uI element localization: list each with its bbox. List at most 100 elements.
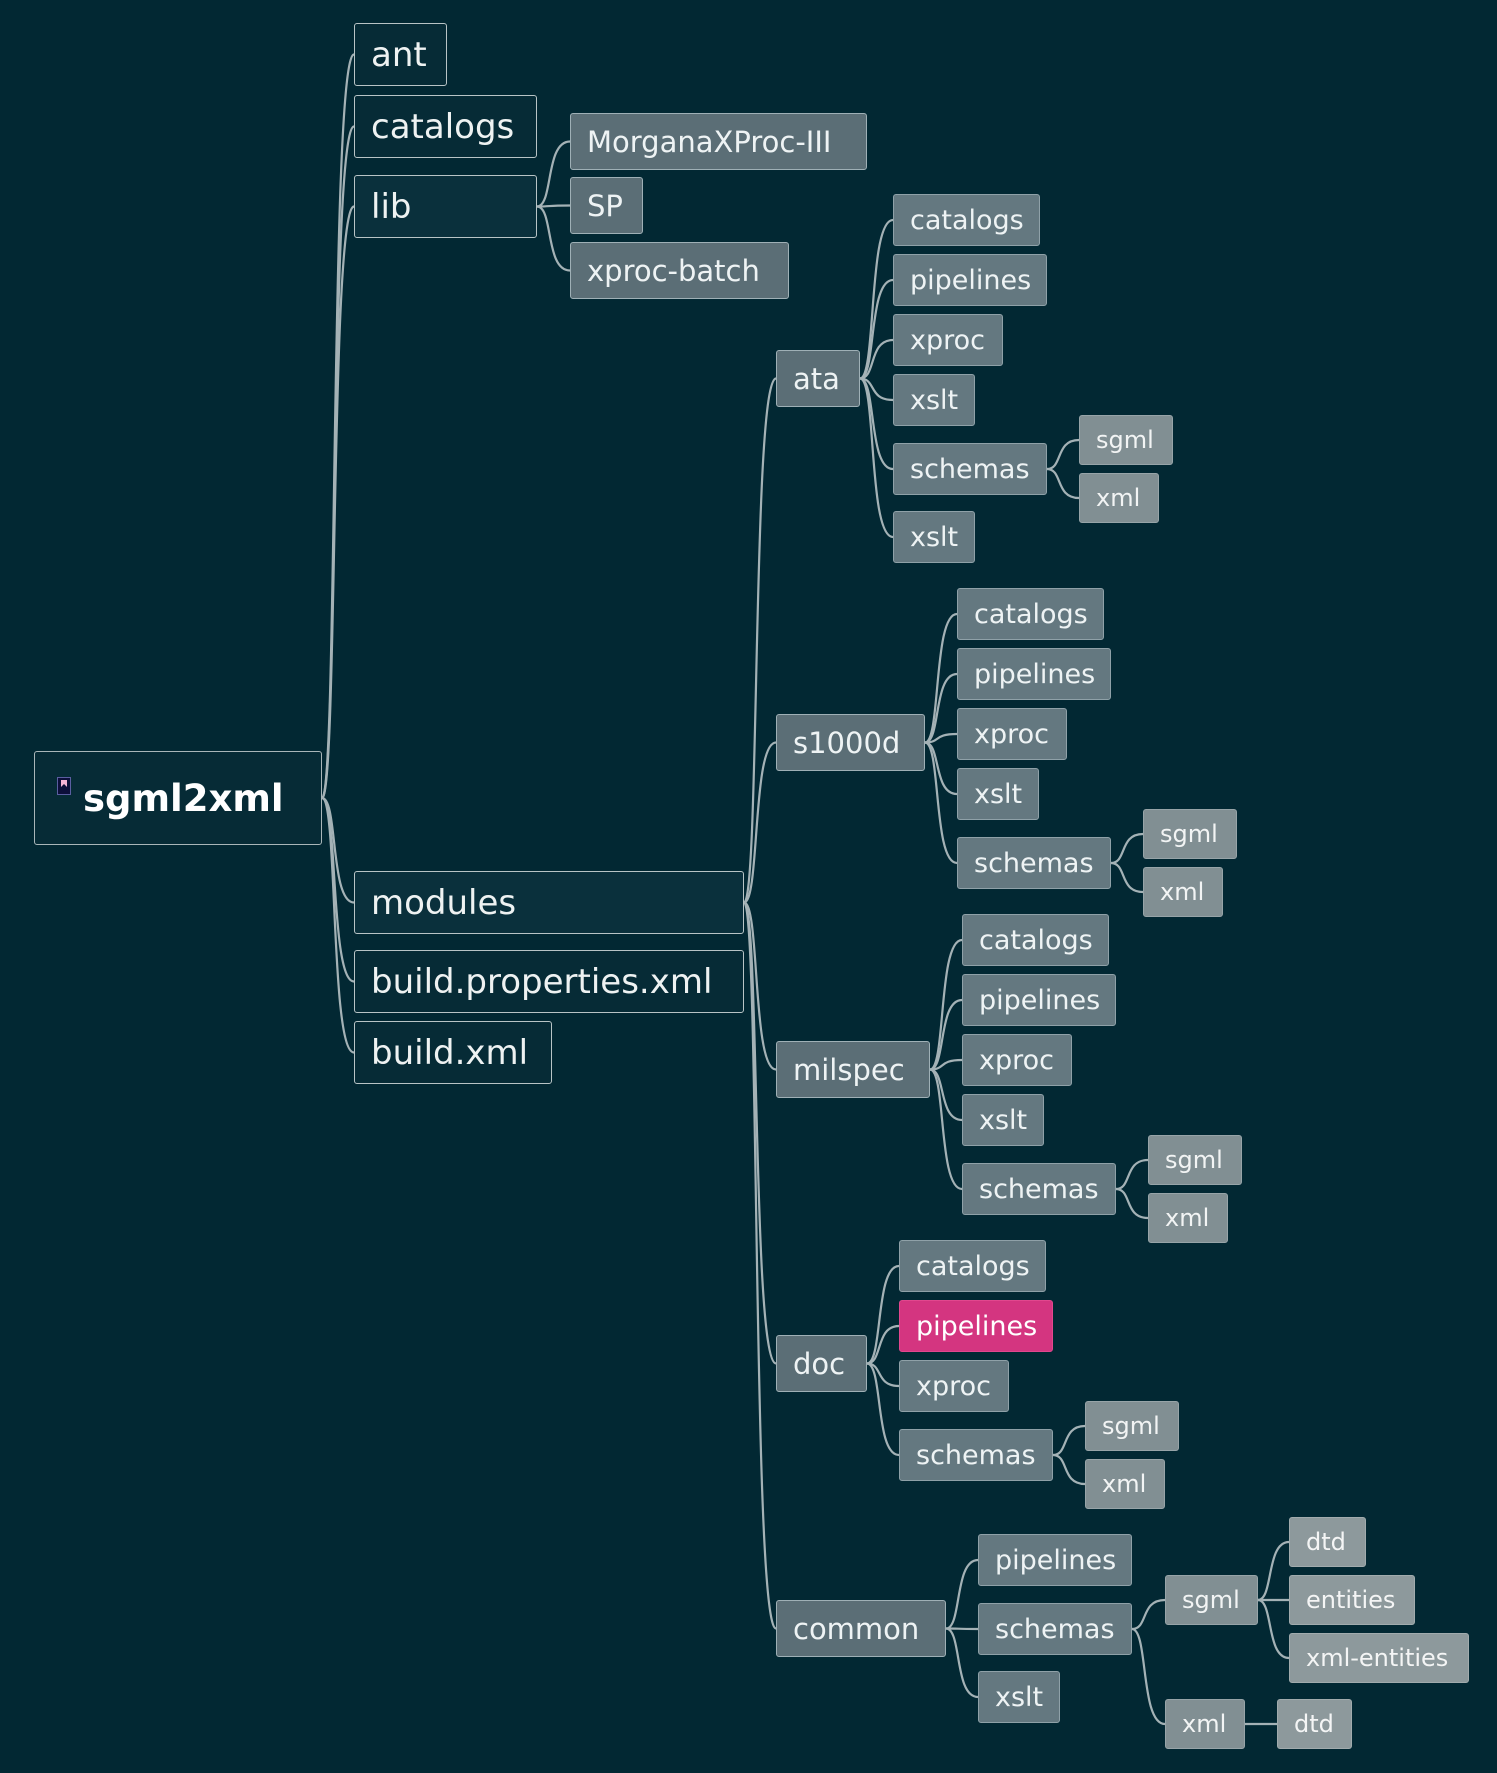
node-label: sgml xyxy=(1096,426,1154,454)
node-label: schemas xyxy=(974,847,1094,879)
node-label: xml xyxy=(1160,878,1205,906)
node-label: xslt xyxy=(974,778,1023,810)
node-label: catalogs xyxy=(371,106,515,147)
node-xslt[interactable]: xslt xyxy=(962,1094,1044,1146)
node-milspec[interactable]: milspec xyxy=(776,1041,930,1098)
node-catalogs[interactable]: catalogs xyxy=(962,914,1109,966)
edge-pipelines xyxy=(929,998,963,1071)
node-label: pipelines xyxy=(910,264,1032,296)
node-catalogs[interactable]: catalogs xyxy=(354,95,537,158)
node-label: xproc-batch xyxy=(587,253,760,288)
node-label: xslt xyxy=(995,1681,1044,1713)
node-modules[interactable]: modules xyxy=(354,871,744,934)
node-xml[interactable]: xml xyxy=(1143,867,1223,917)
node-xproc[interactable]: xproc xyxy=(899,1360,1009,1412)
node-label: SP xyxy=(587,188,623,223)
edge-build-properties-xml xyxy=(320,796,355,983)
node-xslt[interactable]: xslt xyxy=(957,768,1039,820)
node-build-properties-xml[interactable]: build.properties.xml xyxy=(354,950,744,1013)
node-xml[interactable]: xml xyxy=(1165,1699,1245,1749)
node-sgml[interactable]: sgml xyxy=(1085,1401,1179,1451)
node-xml[interactable]: xml xyxy=(1148,1193,1228,1243)
node-morganaxproc-iii[interactable]: MorganaXProc-III xyxy=(570,113,867,170)
edge-catalogs xyxy=(320,125,356,800)
node-label: lib xyxy=(371,186,412,227)
node-label: xproc xyxy=(916,1370,991,1402)
node-label: build.properties.xml xyxy=(371,961,713,1002)
node-sp[interactable]: SP xyxy=(570,177,643,234)
node-xproc[interactable]: xproc xyxy=(957,708,1067,760)
bookmark-icon xyxy=(57,777,71,795)
node-xslt[interactable]: xslt xyxy=(893,511,975,563)
node-catalogs[interactable]: catalogs xyxy=(957,588,1104,640)
node-pipelines[interactable]: pipelines xyxy=(962,974,1116,1026)
node-label: milspec xyxy=(793,1052,905,1087)
node-xproc-batch[interactable]: xproc-batch xyxy=(570,242,789,299)
edge-schemas xyxy=(924,741,958,865)
node-pipelines[interactable]: pipelines xyxy=(893,254,1047,306)
node-xml[interactable]: xml xyxy=(1085,1459,1165,1509)
node-catalogs[interactable]: catalogs xyxy=(899,1240,1046,1292)
node-sgml[interactable]: sgml xyxy=(1148,1135,1242,1185)
node-build-xml[interactable]: build.xml xyxy=(354,1021,552,1084)
edge-sgml xyxy=(1046,438,1080,471)
edge-xproc-batch xyxy=(536,205,571,272)
edge-xml xyxy=(1115,1187,1149,1220)
root-node[interactable]: sgml2xml xyxy=(34,751,322,845)
node-xml[interactable]: xml xyxy=(1079,473,1159,523)
node-lib[interactable]: lib xyxy=(354,175,537,238)
node-label: schemas xyxy=(910,453,1030,485)
node-label: MorganaXProc-III xyxy=(587,124,832,159)
node-xslt[interactable]: xslt xyxy=(978,1671,1060,1723)
node-ata[interactable]: ata xyxy=(776,350,860,407)
node-label: ant xyxy=(371,34,427,75)
node-label: catalogs xyxy=(916,1250,1030,1282)
node-label: schemas xyxy=(979,1173,1099,1205)
node-xproc[interactable]: xproc xyxy=(962,1034,1072,1086)
node-label: xproc xyxy=(910,324,985,356)
edge-schemas xyxy=(929,1068,963,1191)
node-label: xml-entities xyxy=(1306,1644,1449,1672)
node-xml-entities[interactable]: xml-entities xyxy=(1289,1633,1469,1683)
node-catalogs[interactable]: catalogs xyxy=(893,194,1040,246)
edge-milspec xyxy=(743,901,777,1071)
edge-xml xyxy=(1110,861,1144,894)
node-schemas[interactable]: schemas xyxy=(899,1429,1053,1481)
node-label: sgml2xml xyxy=(83,776,284,820)
node-dtd[interactable]: dtd xyxy=(1289,1517,1366,1567)
node-sgml[interactable]: sgml xyxy=(1165,1575,1258,1625)
node-label: entities xyxy=(1306,1586,1396,1614)
edge-morganaxproc-iii xyxy=(536,140,571,208)
edge-catalogs xyxy=(929,938,963,1071)
node-label: catalogs xyxy=(979,924,1093,956)
edge-sgml xyxy=(1115,1158,1149,1191)
node-label: xml xyxy=(1102,1470,1147,1498)
node-xslt[interactable]: xslt xyxy=(893,374,975,426)
node-dtd[interactable]: dtd xyxy=(1277,1699,1352,1749)
node-schemas[interactable]: schemas xyxy=(978,1603,1132,1655)
edge-catalogs xyxy=(924,612,958,744)
node-label: xml xyxy=(1096,484,1141,512)
node-sgml[interactable]: sgml xyxy=(1079,415,1173,465)
edge-sp xyxy=(536,204,571,208)
node-label: schemas xyxy=(916,1439,1036,1471)
node-doc[interactable]: doc xyxy=(776,1335,867,1392)
node-pipelines[interactable]: pipelines xyxy=(899,1300,1053,1352)
edge-xslt xyxy=(929,1068,963,1122)
node-pipelines[interactable]: pipelines xyxy=(978,1534,1132,1586)
node-s1000d[interactable]: s1000d xyxy=(776,714,925,771)
node-sgml[interactable]: sgml xyxy=(1143,809,1237,859)
node-pipelines[interactable]: pipelines xyxy=(957,648,1111,700)
edge-xml xyxy=(1046,467,1080,500)
node-label: catalogs xyxy=(910,204,1024,236)
node-ant[interactable]: ant xyxy=(354,23,447,86)
node-schemas[interactable]: schemas xyxy=(893,443,1047,495)
edge-sgml xyxy=(1110,832,1144,865)
edge-s1000d xyxy=(743,741,777,904)
node-entities[interactable]: entities xyxy=(1289,1575,1415,1625)
node-schemas[interactable]: schemas xyxy=(957,837,1111,889)
node-xproc[interactable]: xproc xyxy=(893,314,1003,366)
node-schemas[interactable]: schemas xyxy=(962,1163,1116,1215)
node-common[interactable]: common xyxy=(776,1600,946,1657)
